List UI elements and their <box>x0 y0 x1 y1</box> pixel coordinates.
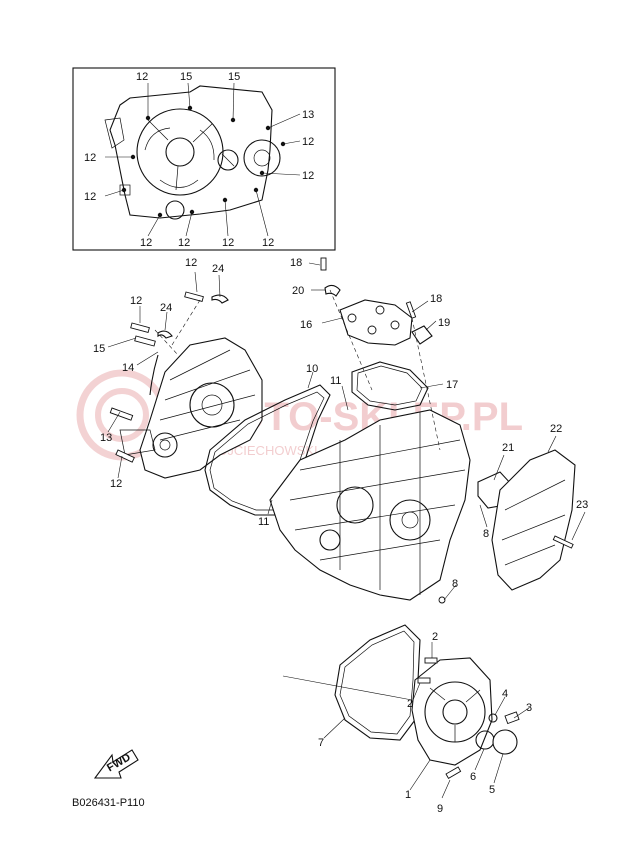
diagram-code: B026431-P110 <box>72 797 145 809</box>
crankcase <box>269 409 471 601</box>
callout-12: 12 <box>262 237 274 249</box>
plug-3 <box>504 711 520 725</box>
callout-15: 15 <box>180 71 192 83</box>
bolt-23 <box>552 535 574 549</box>
sprocket-cover-22 <box>491 449 576 591</box>
callout-1: 1 <box>405 789 411 801</box>
callout-12: 12 <box>84 191 96 203</box>
bolt-group-left <box>109 291 229 463</box>
callout-19: 19 <box>438 317 450 329</box>
bolt-pattern-inset <box>72 67 336 251</box>
callout-17: 17 <box>446 379 458 391</box>
callout-2: 2 <box>432 631 438 643</box>
callout-11: 11 <box>258 516 269 528</box>
callout-21: 21 <box>502 442 514 454</box>
callout-12: 12 <box>84 152 96 164</box>
cap-5 <box>492 729 518 755</box>
callout-12: 12 <box>130 295 142 307</box>
callout-12: 12 <box>222 237 234 249</box>
leader-lines <box>107 262 586 799</box>
callout-18: 18 <box>430 293 442 305</box>
callout-14: 14 <box>122 362 134 374</box>
callout-6: 6 <box>470 771 476 783</box>
callout-13: 13 <box>100 432 112 444</box>
callout-16: 16 <box>300 319 312 331</box>
callout-8: 8 <box>452 578 458 590</box>
plug-19 <box>411 325 433 345</box>
callout-12: 12 <box>302 170 314 182</box>
callout-12: 12 <box>178 237 190 249</box>
callout-11: 11 <box>330 375 341 387</box>
callout-9: 9 <box>437 803 443 815</box>
callout-18: 18 <box>290 257 302 269</box>
callout-23: 23 <box>576 499 588 511</box>
washer-20 <box>324 284 341 297</box>
dowel-2b <box>417 677 431 684</box>
bolt-18-right <box>405 301 417 319</box>
dowel-8 <box>438 596 446 604</box>
bolt-18-top <box>320 257 327 271</box>
callout-12: 12 <box>140 237 152 249</box>
callout-10: 10 <box>306 363 318 375</box>
callout-22: 22 <box>550 423 562 435</box>
callout-20: 20 <box>292 285 304 297</box>
callout-3: 3 <box>526 702 532 714</box>
bolt-9 <box>445 766 462 779</box>
callout-12: 12 <box>302 136 314 148</box>
fwd-arrow: FWD <box>93 749 139 779</box>
crankcase-cover-left <box>119 337 263 479</box>
callout-15: 15 <box>93 343 105 355</box>
dowel-2a <box>424 657 438 664</box>
callout-8: 8 <box>483 528 489 540</box>
generator-cover-1 <box>411 657 493 766</box>
cover-16 <box>339 299 413 346</box>
callout-4: 4 <box>502 688 508 700</box>
callout-24: 24 <box>212 263 224 275</box>
callout-13: 13 <box>302 109 314 121</box>
callout-12: 12 <box>185 257 197 269</box>
callout-2: 2 <box>407 698 413 710</box>
washer-4 <box>488 713 498 723</box>
gasket-7 <box>334 624 421 741</box>
callout-5: 5 <box>489 784 495 796</box>
callout-15: 15 <box>228 71 240 83</box>
gasket-17 <box>351 361 429 411</box>
callout-7: 7 <box>318 737 324 749</box>
callout-24: 24 <box>160 302 172 314</box>
callout-12: 12 <box>110 478 122 490</box>
callout-12: 12 <box>136 71 148 83</box>
